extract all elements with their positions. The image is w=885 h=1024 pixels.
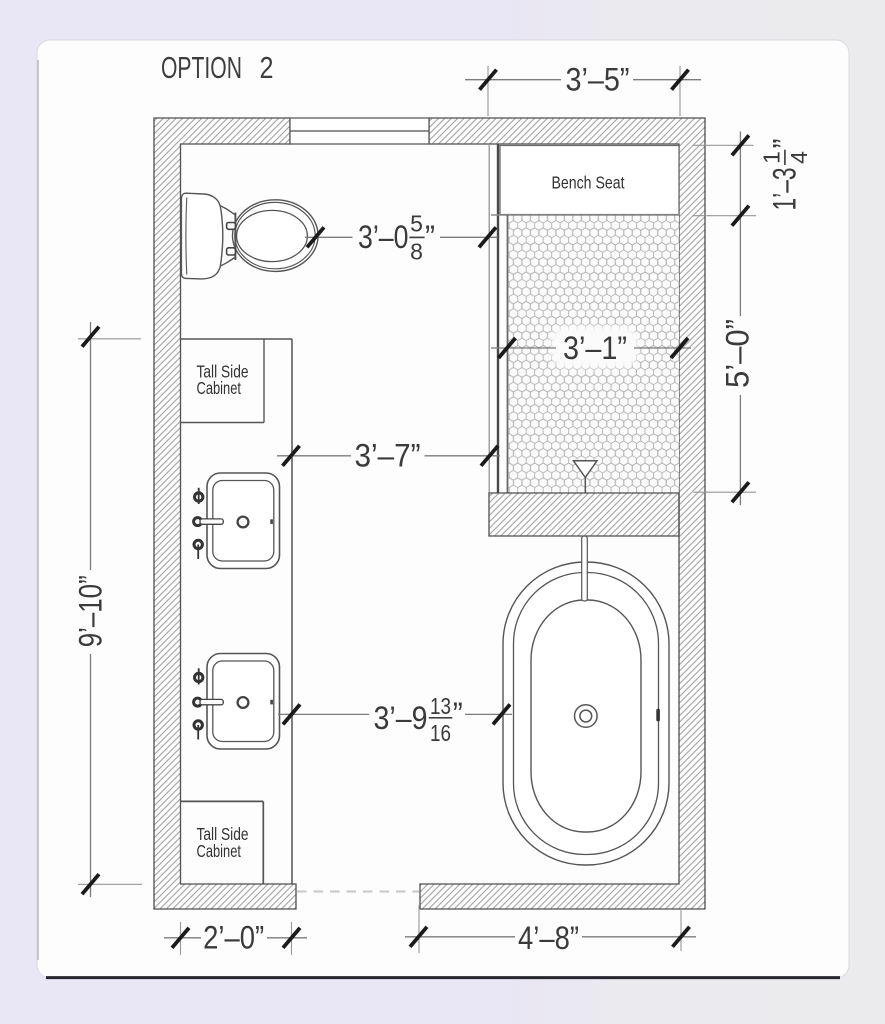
svg-text:Tall Side: Tall Side xyxy=(197,824,249,844)
svg-text:”: ” xyxy=(425,219,435,255)
svg-text:OPTION: OPTION xyxy=(161,50,242,85)
svg-text:”: ” xyxy=(453,696,463,732)
svg-text:Bench Seat: Bench Seat xyxy=(552,172,625,192)
svg-text:Cabinet: Cabinet xyxy=(197,841,242,861)
svg-text:3’–0: 3’–0 xyxy=(358,219,409,255)
svg-text:3’–7”: 3’–7” xyxy=(355,438,421,474)
svg-text:2: 2 xyxy=(260,50,274,85)
svg-text:3’–5”: 3’–5” xyxy=(566,62,630,98)
svg-text:1: 1 xyxy=(758,151,784,164)
svg-text:4: 4 xyxy=(786,151,812,164)
svg-text:4’–8”: 4’–8” xyxy=(518,920,579,956)
svg-text:8: 8 xyxy=(410,238,423,264)
svg-text:3’–9: 3’–9 xyxy=(374,700,428,736)
svg-text:”: ” xyxy=(767,139,803,149)
svg-text:16: 16 xyxy=(430,720,451,746)
svg-text:5: 5 xyxy=(410,211,423,237)
svg-text:Tall Side: Tall Side xyxy=(197,362,249,382)
svg-text:5’–0”: 5’–0” xyxy=(720,319,756,388)
svg-text:1’–3: 1’–3 xyxy=(767,168,803,211)
svg-text:13: 13 xyxy=(430,693,451,719)
svg-text:2’–0”: 2’–0” xyxy=(203,920,264,956)
svg-text:Cabinet: Cabinet xyxy=(197,378,242,398)
svg-text:3’–1”: 3’–1” xyxy=(563,330,627,366)
svg-text:9’–10”: 9’–10” xyxy=(72,575,108,647)
